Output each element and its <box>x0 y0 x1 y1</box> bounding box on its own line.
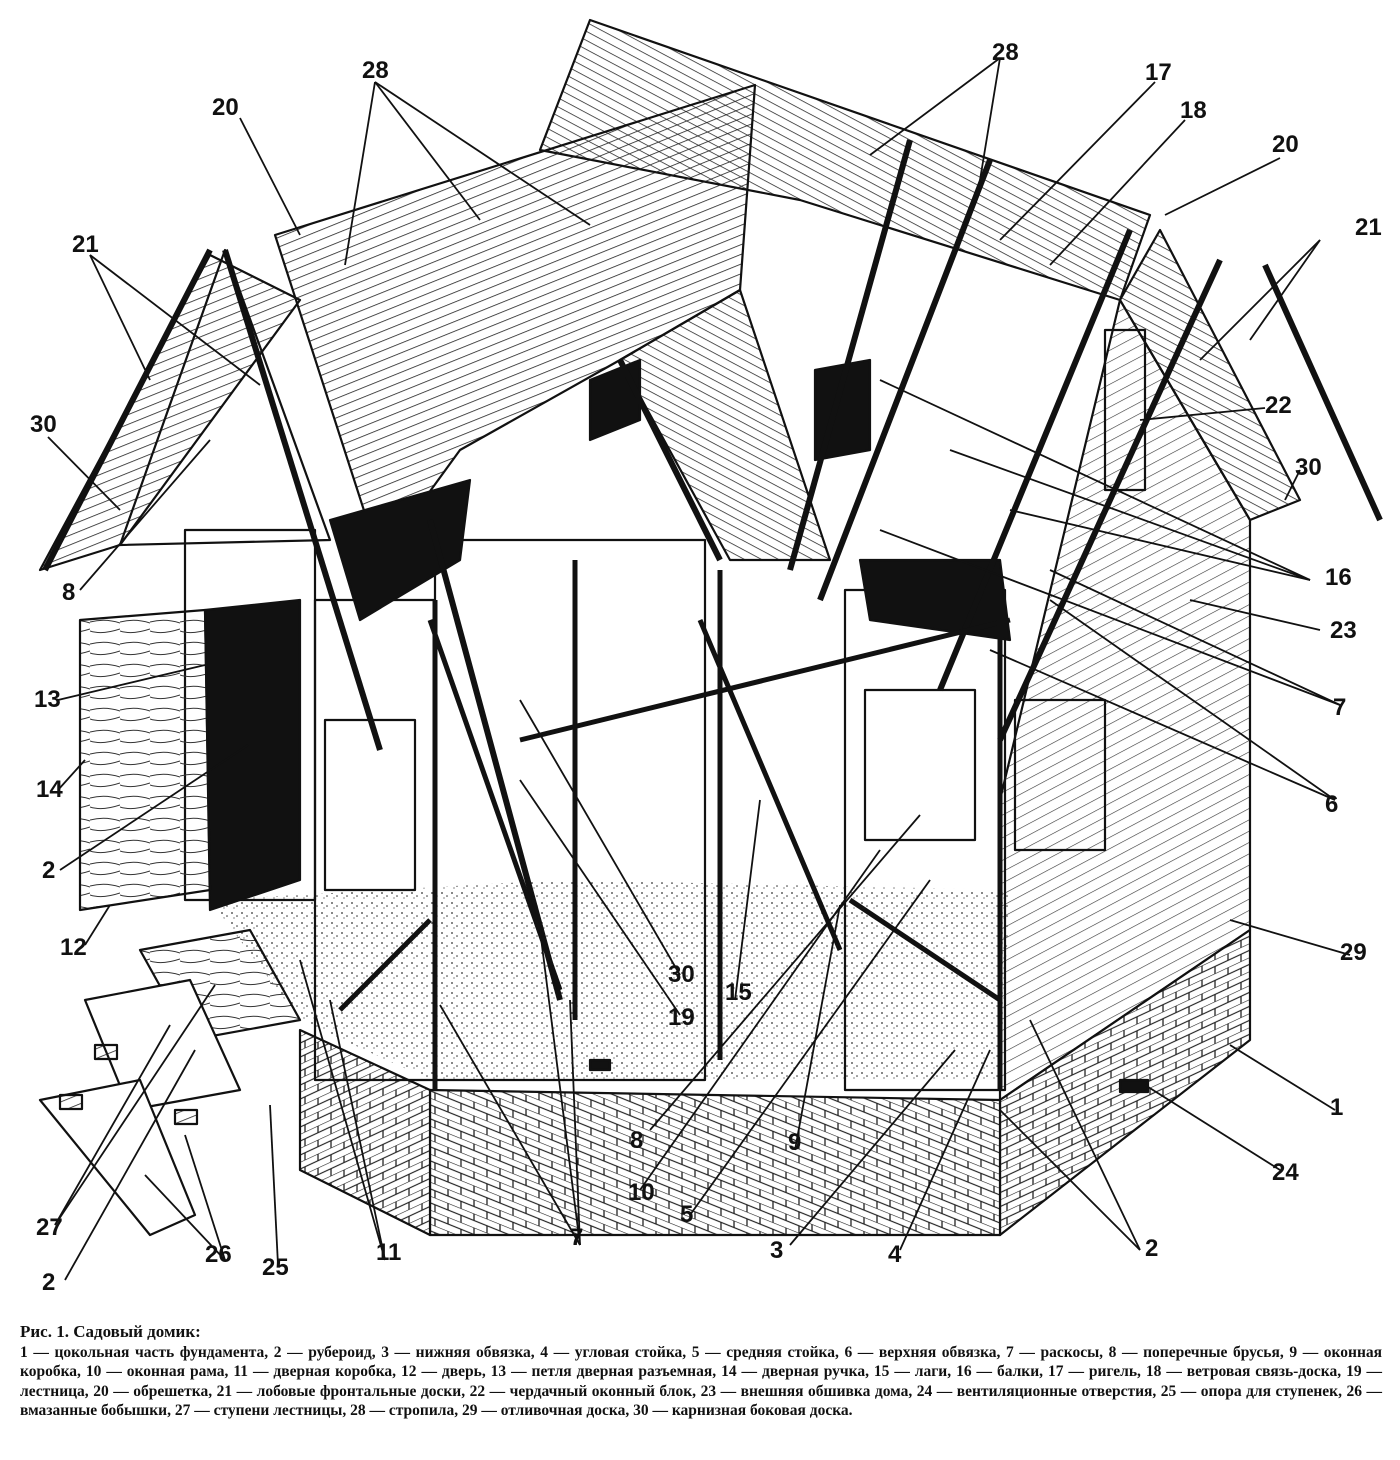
legend-item: 10 — оконная рама, <box>85 1363 234 1380</box>
rafters <box>42 139 1383 1001</box>
callout-1: 1 <box>1330 1094 1343 1121</box>
interior-shadow-2 <box>858 558 1012 642</box>
callout-23: 23 <box>1330 617 1357 644</box>
window-frame-side <box>1013 698 1107 852</box>
legend-item: 22 — чердачный оконный блок, <box>469 1382 701 1400</box>
left-gable-frame <box>118 248 332 547</box>
legend-item: 18 — ветровая связь-доска, <box>1145 1363 1347 1380</box>
legend-item: 24 — вентиляционные отверстия, <box>916 1382 1161 1400</box>
callout-25: 25 <box>262 1254 289 1281</box>
callout-10: 10 <box>628 1179 655 1206</box>
front-roof-middle <box>618 288 832 562</box>
foundation-front <box>428 1088 1002 1237</box>
callout-labels: 28 20 21 30 8 13 14 2 12 27 2 26 25 11 7… <box>30 39 1382 1296</box>
legend-item: 5 — средняя стойка, <box>691 1343 845 1361</box>
garden-house-drawing: 28 20 21 30 8 13 14 2 12 27 2 26 25 11 7… <box>30 18 1383 1296</box>
callout-21-right: 21 <box>1355 214 1382 241</box>
caption-title: Рис. 1. Садовый домик: <box>20 1322 201 1341</box>
legend-item: 16 — балки, <box>956 1363 1048 1380</box>
callout-13: 13 <box>34 686 61 713</box>
callout-14: 14 <box>36 776 63 803</box>
legend-item: 4 — угловая стойка, <box>540 1343 692 1361</box>
callout-29: 29 <box>1340 939 1367 966</box>
floor-gravel <box>210 880 1010 1080</box>
interior-shadow-1 <box>328 478 472 622</box>
callout-11: 11 <box>376 1239 401 1266</box>
callout-3: 3 <box>770 1237 783 1264</box>
braces <box>338 560 1011 1090</box>
callout-2-right: 2 <box>1145 1235 1158 1262</box>
legend-item: 28 — стропила, <box>350 1402 462 1419</box>
callout-7-bottom: 7 <box>570 1224 583 1251</box>
legend-item: 8 — поперечные брусья, <box>1108 1343 1290 1361</box>
callout-30-mid: 30 <box>668 961 695 988</box>
callout-8-left: 8 <box>62 579 75 606</box>
legend-item: 20 — обрешетка, <box>93 1382 217 1400</box>
legend-item: 6 — верхняя обвязка, <box>844 1343 1007 1361</box>
steps-base <box>38 1078 197 1237</box>
legend-item: 7 — раскосы, <box>1006 1343 1109 1361</box>
callout-5: 5 <box>680 1201 693 1228</box>
legend-item: 15 — лаги, <box>873 1363 957 1380</box>
callout-9: 9 <box>788 1129 801 1156</box>
legend-item: 11 — дверная коробка, <box>233 1363 402 1380</box>
callout-2-bottom: 2 <box>42 1269 55 1296</box>
leader-lines <box>47 57 1351 1281</box>
callout-7-right: 7 <box>1333 694 1346 721</box>
callout-22: 22 <box>1265 392 1292 419</box>
callout-30-left: 30 <box>30 411 57 438</box>
callout-24: 24 <box>1272 1159 1299 1186</box>
legend-item: 14 — дверная ручка, <box>721 1363 874 1380</box>
callout-20-left: 20 <box>212 94 239 121</box>
callout-28-left: 28 <box>362 57 389 84</box>
callout-8-bottom: 8 <box>630 1127 643 1154</box>
legend-item: 2 — рубероид, <box>273 1343 382 1361</box>
steps-mid <box>83 978 242 1112</box>
step-block-3 <box>173 1108 199 1126</box>
callout-12: 12 <box>60 934 87 961</box>
legend-item: 17 — ригель, <box>1048 1363 1146 1380</box>
door-opening <box>203 598 302 912</box>
callout-21-left: 21 <box>72 231 99 258</box>
legend-item: 9 — оконная коробка, <box>20 1343 1383 1381</box>
legend-list: 1 — цокольная часть фундамента, 2 — рубе… <box>20 1344 1382 1420</box>
legend-item: 25 — опора для ступенек, <box>1160 1382 1347 1400</box>
left-gable-sheathing <box>38 253 302 572</box>
legend-item: 26 — вмазанные бобышки, <box>20 1382 1382 1420</box>
foundation-left <box>298 1028 432 1237</box>
callout-17: 17 <box>1145 59 1172 86</box>
callout-4: 4 <box>888 1241 902 1268</box>
legend-item: 19 — лестница, <box>20 1363 1383 1400</box>
legend-item: 12 — дверь, <box>401 1363 491 1380</box>
callout-30-right: 30 <box>1295 454 1322 481</box>
window-frame-left <box>323 718 417 892</box>
legend-item: 23 — внешняя обшивка дома, <box>700 1382 917 1400</box>
callout-18: 18 <box>1180 97 1207 124</box>
legend-item: 13 — петля дверная разъемная, <box>490 1363 722 1380</box>
legend-item: 1 — цокольная часть фундамента, <box>20 1343 274 1361</box>
callout-6: 6 <box>1325 791 1338 818</box>
house-structure <box>38 18 1383 1237</box>
step-block-2 <box>58 1093 84 1111</box>
legend-item: 3 — нижняя обвязка, <box>381 1343 541 1361</box>
callout-19: 19 <box>668 1004 695 1031</box>
step-block-1 <box>93 1043 119 1061</box>
door-leaf <box>78 608 212 912</box>
vent-2 <box>588 1058 612 1072</box>
callout-16: 16 <box>1325 564 1352 591</box>
callout-28-right: 28 <box>992 39 1019 66</box>
attic-window <box>1103 328 1147 492</box>
callout-27: 27 <box>36 1214 63 1241</box>
legend-item: 29 — отливочная доска, <box>461 1402 634 1419</box>
callout-2-door: 2 <box>42 857 55 884</box>
legend-item: 30 — карнизная боковая доска. <box>633 1402 853 1419</box>
callout-15: 15 <box>725 979 752 1006</box>
legend-item: 21 — лобовые фронтальные доски, <box>216 1382 470 1400</box>
vent-1 <box>1118 1078 1150 1094</box>
callout-20-right: 20 <box>1272 131 1299 158</box>
window-frame-right <box>863 688 977 842</box>
callout-26: 26 <box>205 1241 232 1268</box>
legend-item: 27 — ступени лестницы, <box>174 1402 351 1419</box>
figure-caption: Рис. 1. Садовый домик: 1 — цокольная час… <box>20 1322 1382 1421</box>
